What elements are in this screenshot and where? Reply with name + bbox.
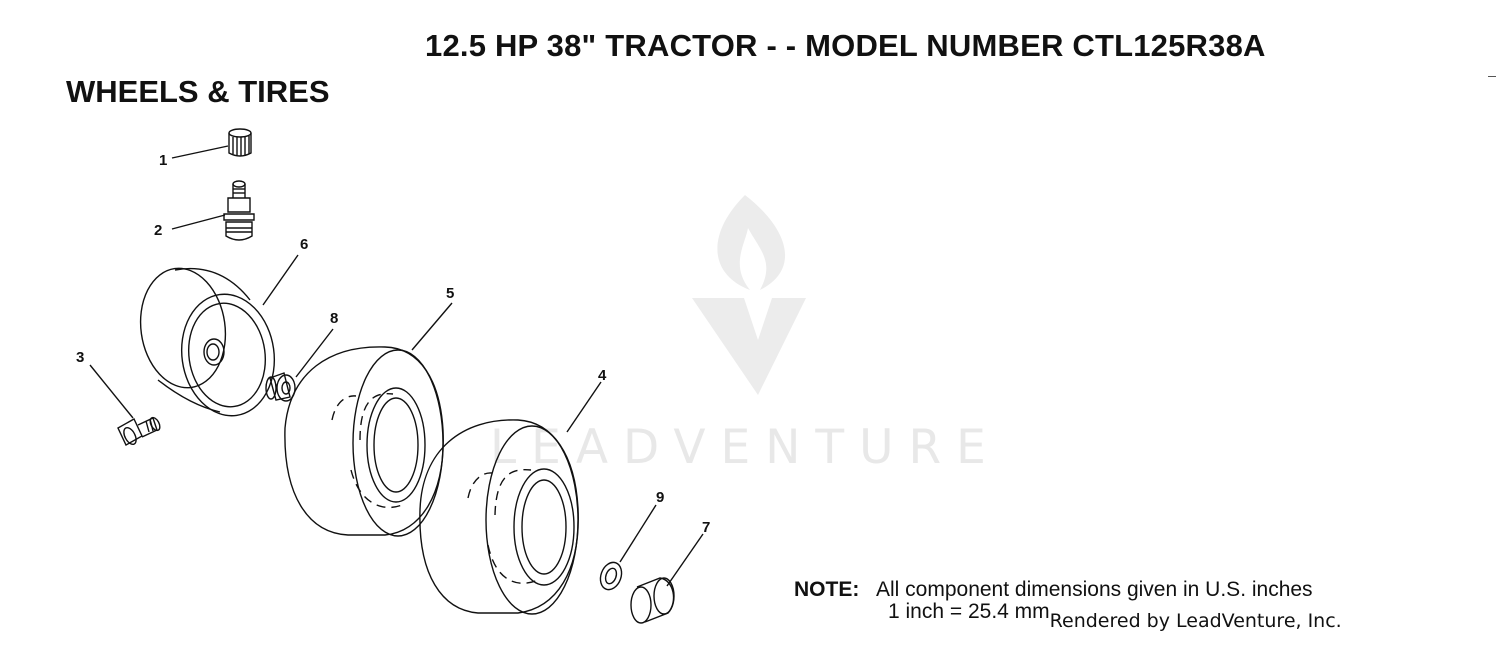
leader-line-8 [295, 328, 334, 378]
wheel-rim-part [139, 267, 276, 417]
dimensions-note: NOTE: All component dimensions given in U… [794, 578, 1342, 633]
callout-5: 5 [446, 285, 454, 302]
callout-labels: 1 2 3 4 5 6 7 8 9 [76, 152, 710, 536]
callout-7: 7 [702, 519, 710, 536]
note-line-2: 1 inch = 25.4 mm [888, 600, 1050, 623]
washer-part [599, 561, 623, 591]
leader-line-6 [262, 254, 299, 306]
page-title: 12.5 HP 38" TRACTOR - - MODEL NUMBER CTL… [425, 28, 1266, 63]
bolt-part [117, 416, 161, 446]
tire-part [419, 419, 579, 615]
leader-line-1 [171, 145, 229, 159]
note-line-1: All component dimensions given in U.S. i… [876, 578, 1313, 601]
v-logo-icon [692, 298, 806, 395]
callout-1: 1 [159, 152, 167, 169]
leader-line-4 [566, 381, 602, 433]
valve-cap-part [228, 128, 252, 157]
callout-9: 9 [656, 489, 664, 506]
leader-line-2 [171, 214, 226, 230]
leader-line-7 [666, 533, 704, 587]
leader-line-3 [89, 364, 134, 419]
callout-6: 6 [300, 236, 308, 253]
tire-part [284, 346, 444, 537]
hub-cap-part [630, 577, 675, 624]
valve-stem-part [223, 180, 255, 241]
corner-mark [1488, 76, 1496, 77]
leader-line-5 [411, 302, 453, 351]
section-title: WHEELS & TIRES [66, 74, 330, 109]
callout-3: 3 [76, 349, 84, 366]
bushing-part [265, 372, 296, 402]
callout-8: 8 [330, 310, 338, 327]
watermark: LEADVENTURE [490, 195, 1001, 475]
flame-icon [717, 195, 786, 290]
callout-2: 2 [154, 222, 162, 239]
watermark-text: LEADVENTURE [490, 420, 1001, 475]
callout-4: 4 [598, 367, 607, 384]
leader-line-9 [619, 504, 657, 563]
note-label: NOTE: [794, 578, 860, 601]
rendered-by-text: Rendered by LeadVenture, Inc. [1049, 610, 1342, 632]
